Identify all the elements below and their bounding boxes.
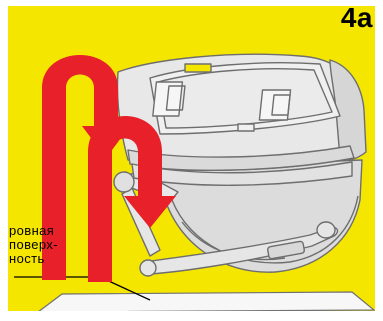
caption-line-2: поверх- xyxy=(9,238,91,252)
caption-line-3: ность xyxy=(9,252,91,266)
device-clip xyxy=(185,64,211,72)
surface-caption: ровная поверх- ность xyxy=(9,224,91,266)
step-number: 4a xyxy=(341,4,373,32)
flat-surface xyxy=(38,292,374,312)
caption-line-1: ровная xyxy=(9,224,91,238)
